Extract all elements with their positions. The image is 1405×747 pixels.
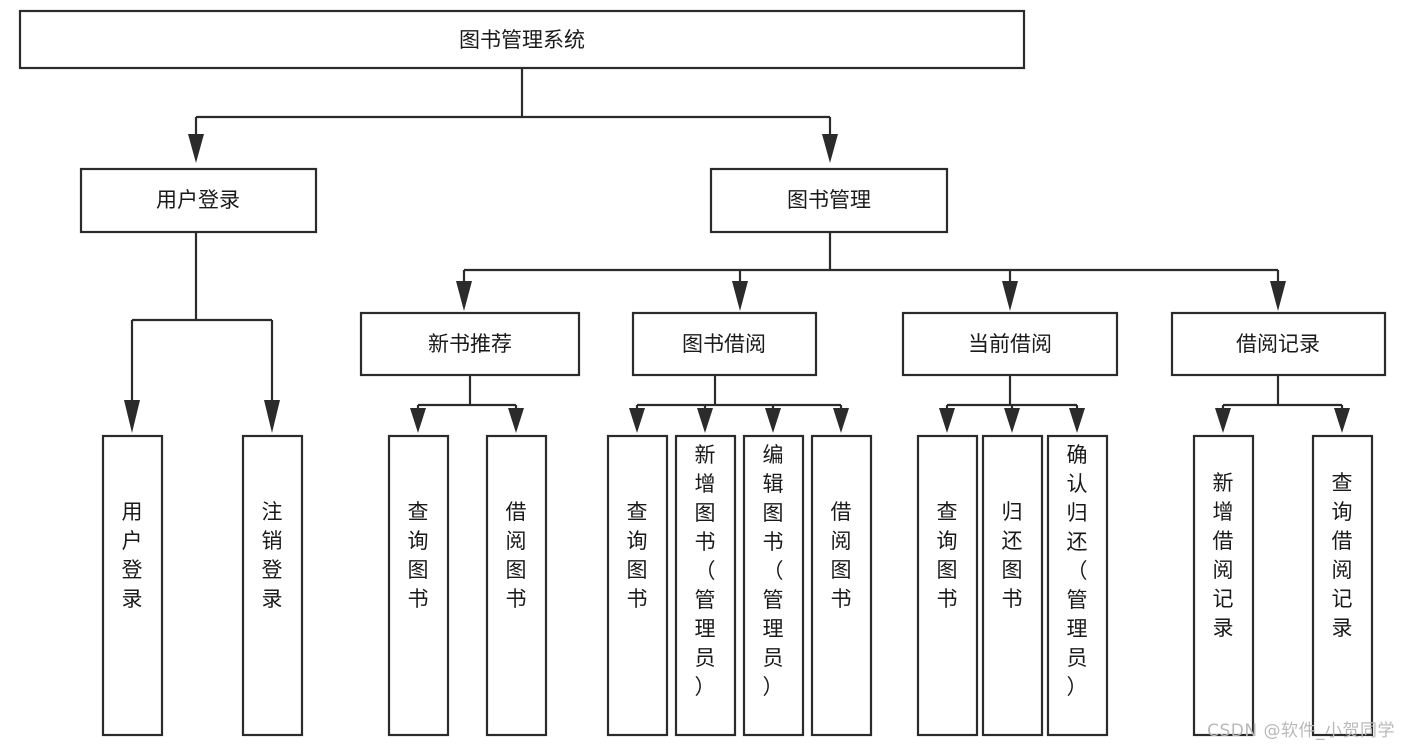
leaf-borrow-record-0[interactable]: 新增借阅记录 [1192, 434, 1255, 737]
node-borrow-record[interactable]: 借阅记录 [1170, 311, 1387, 377]
node-book-borrow[interactable]: 图书借阅 [631, 311, 818, 377]
leaf-box[interactable] [981, 434, 1044, 737]
node-book-manage[interactable]: 图书管理 [709, 167, 949, 234]
leaf-label-vertical: 查询借阅记录 [1332, 471, 1353, 640]
leaf-label-vertical: 查询图书 [627, 500, 648, 611]
leaf-box[interactable] [1046, 434, 1109, 737]
leaf-box[interactable] [241, 434, 304, 737]
node-current-borrow-label: 当前借阅 [968, 332, 1052, 356]
leaf-label-vertical: 编辑图书（管理员） [763, 443, 784, 699]
leaf-borrow-record-1[interactable]: 查询借阅记录 [1311, 434, 1374, 737]
leaf-box[interactable] [674, 434, 737, 737]
arrow-head-root-1 [822, 134, 838, 163]
leaf-label-vertical: 归还图书 [1002, 500, 1023, 611]
node-book-borrow-label: 图书借阅 [682, 332, 766, 356]
leaf-user-login-1[interactable]: 注销登录 [241, 434, 304, 737]
node-book-borrow-box[interactable] [631, 311, 818, 377]
node-new-book-rec-label: 新书推荐 [428, 332, 512, 356]
connector-group-root [188, 68, 838, 163]
node-borrow-record-label: 借阅记录 [1236, 332, 1320, 356]
node-new-book-rec[interactable]: 新书推荐 [359, 311, 581, 377]
leaf-current-borrow-0[interactable]: 查询图书 [916, 434, 979, 737]
arrow-head-bm-3 [1270, 281, 1286, 311]
leaf-label-vertical: 借阅图书 [831, 500, 852, 611]
arrow-head-bb-1 [697, 408, 713, 433]
connector-group-current-borrow [939, 375, 1085, 433]
leaf-box[interactable] [387, 434, 450, 737]
leaf-current-borrow-2[interactable]: 确认归还（管理员） [1046, 434, 1109, 737]
leaf-box[interactable] [1311, 434, 1374, 737]
arrow-head-bm-2 [1002, 281, 1018, 311]
connector-group-new-book [410, 375, 524, 433]
node-borrow-record-box[interactable] [1170, 311, 1387, 377]
leaf-label-vertical: 查询图书 [937, 500, 958, 611]
node-root-box[interactable] [18, 9, 1026, 70]
arrow-head-cb-1 [1004, 408, 1020, 433]
leaf-user-login-0[interactable]: 用户登录 [101, 434, 164, 737]
arrow-head-bm-1 [732, 281, 748, 311]
leaf-box[interactable] [606, 434, 669, 737]
arrow-head-br-0 [1215, 408, 1231, 433]
arrow-head-ul-0 [124, 400, 140, 433]
arrow-head-nb-1 [508, 408, 524, 433]
leaf-box[interactable] [485, 434, 548, 737]
node-user-login-label: 用户登录 [156, 188, 240, 212]
leaf-box[interactable] [742, 434, 805, 737]
leaf-box[interactable] [810, 434, 873, 737]
leaf-box[interactable] [1192, 434, 1255, 737]
arrow-head-cb-0 [939, 408, 955, 433]
leaf-label-vertical: 借阅图书 [506, 500, 527, 611]
node-current-borrow[interactable]: 当前借阅 [901, 311, 1119, 377]
node-new-book-rec-box[interactable] [359, 311, 581, 377]
node-user-login[interactable]: 用户登录 [79, 167, 318, 234]
leaf-label-vertical: 注销登录 [262, 500, 283, 611]
leaf-book-borrow-3[interactable]: 借阅图书 [810, 434, 873, 737]
connector-group-user-login [124, 232, 280, 433]
leaf-label-vertical: 查询图书 [408, 500, 429, 611]
leaf-book-borrow-1[interactable]: 新增图书（管理员） [674, 434, 737, 737]
arrow-head-br-1 [1334, 408, 1350, 433]
node-user-login-box[interactable] [79, 167, 318, 234]
arrow-head-cb-2 [1069, 408, 1085, 433]
leaf-book-borrow-0[interactable]: 查询图书 [606, 434, 669, 737]
leaf-new-book-rec-1[interactable]: 借阅图书 [485, 434, 548, 737]
leaf-box[interactable] [101, 434, 164, 737]
node-book-manage-box[interactable] [709, 167, 949, 234]
leaf-new-book-rec-0[interactable]: 查询图书 [387, 434, 450, 737]
connector-group-book-manage [456, 232, 1286, 311]
leaf-current-borrow-1[interactable]: 归还图书 [981, 434, 1044, 737]
node-root[interactable]: 图书管理系统 [18, 9, 1026, 70]
node-book-manage-label: 图书管理 [787, 188, 871, 212]
leaf-label-vertical: 新增图书（管理员） [695, 443, 716, 699]
leaf-label-vertical: 用户登录 [122, 500, 143, 611]
leaf-label-vertical: 确认归还（管理员） [1067, 443, 1088, 699]
leaf-book-borrow-2[interactable]: 编辑图书（管理员） [742, 434, 805, 737]
arrow-head-bb-2 [765, 408, 781, 433]
arrow-head-bb-3 [833, 408, 849, 433]
node-current-borrow-box[interactable] [901, 311, 1119, 377]
leaf-label-vertical: 新增借阅记录 [1213, 471, 1234, 640]
node-root-label: 图书管理系统 [459, 28, 585, 52]
csdn-watermark: CSDN @软件_小贺同学 [1207, 721, 1395, 741]
connector-group-book-borrow [629, 375, 849, 433]
arrow-head-bb-0 [629, 408, 645, 433]
arrow-head-bm-0 [456, 281, 472, 311]
arrow-head-root-0 [188, 134, 204, 163]
connector-group-borrow-record [1215, 375, 1350, 433]
arrow-head-nb-0 [410, 408, 426, 433]
arrow-head-ul-1 [264, 400, 280, 433]
leaf-box[interactable] [916, 434, 979, 737]
